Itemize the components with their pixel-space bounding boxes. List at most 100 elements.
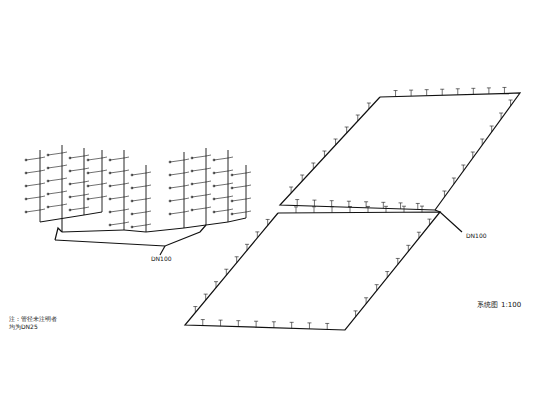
sprinkler-head [191,157,193,159]
pipe [228,170,233,171]
pipe [206,207,211,208]
pipe [300,175,304,176]
sprinkler-head [191,170,193,172]
pipe [471,152,475,153]
pipe [307,322,311,323]
pipe [228,183,233,184]
pipe [456,88,460,89]
pipe [499,113,503,114]
pipe [84,168,89,169]
pipe [206,168,211,169]
pipe [335,139,336,145]
sprinkler-head [69,183,71,185]
pipe [267,219,268,225]
pipe [184,198,189,199]
pipe [48,192,62,194]
pipe [228,209,233,210]
pipe [88,158,102,160]
sprinkler-head [131,174,133,176]
pipe [132,199,146,201]
pipe [184,185,189,186]
pipe [88,184,102,186]
pipe [381,202,385,203]
pipe [124,150,125,230]
pipe [311,163,315,164]
pipe [355,311,356,317]
pipe [184,211,189,212]
sprinkler-head [131,213,133,215]
pipe [88,197,102,199]
pipe [214,281,218,282]
pipe [366,206,370,207]
pipe [313,163,314,169]
sprinkler-head [109,224,111,226]
pipe [84,207,89,208]
pipe [366,202,367,208]
pipe [228,196,233,197]
pipe [416,203,420,204]
pipe [160,246,165,255]
pipe [220,320,221,326]
pipe [206,155,211,156]
sprinkler-head [25,185,27,187]
pipe [102,170,107,171]
pipe [417,203,418,209]
sprinkler-head [109,198,111,200]
pipe [297,200,298,206]
pipe [232,212,246,214]
pipe [444,191,445,197]
pipe [26,184,40,186]
pipe [324,151,325,157]
note-text: 均为DN25 [8,324,39,331]
pipe [48,166,62,168]
pipe [246,185,251,186]
pipe [132,212,146,214]
sprinkler-head [87,198,89,200]
pipe [192,208,206,210]
pipe [395,91,396,97]
pipe [257,232,258,238]
pipe [367,103,371,104]
pipe [146,165,147,232]
pipe [48,205,62,207]
pipe [422,206,423,212]
pipe [26,158,40,160]
sprinkler-head [231,174,233,176]
sprinkler-head [69,209,71,211]
sprinkler-head [131,187,133,189]
pipe [110,184,124,186]
pipe [146,198,151,199]
pipe [232,186,246,188]
pipe [170,186,184,188]
pipe [170,212,184,214]
pipe [266,219,270,220]
pipe [294,206,298,207]
pipe [124,218,246,232]
pipe [457,89,458,95]
pipe [376,285,377,291]
pipe [246,198,251,199]
pipe [192,195,206,197]
pipe [420,206,424,207]
sprinkler-head [109,211,111,213]
pipe [396,258,400,259]
pipe [490,126,494,127]
pipe [214,184,228,186]
pipe [463,165,464,171]
pipe [62,152,67,153]
drawing-scale: 1:100 [500,302,522,310]
sprinkler-head [231,213,233,215]
pipe [246,172,251,173]
sprinkler-head [69,170,71,172]
pipe [426,90,427,96]
sprinkler-head [169,213,171,215]
pipe [146,185,151,186]
pipe [201,319,205,320]
pipe [202,320,203,326]
pipe [70,156,84,158]
pipe [295,199,299,200]
pipe [110,197,124,199]
pipe [387,272,388,278]
pipe [366,298,367,304]
